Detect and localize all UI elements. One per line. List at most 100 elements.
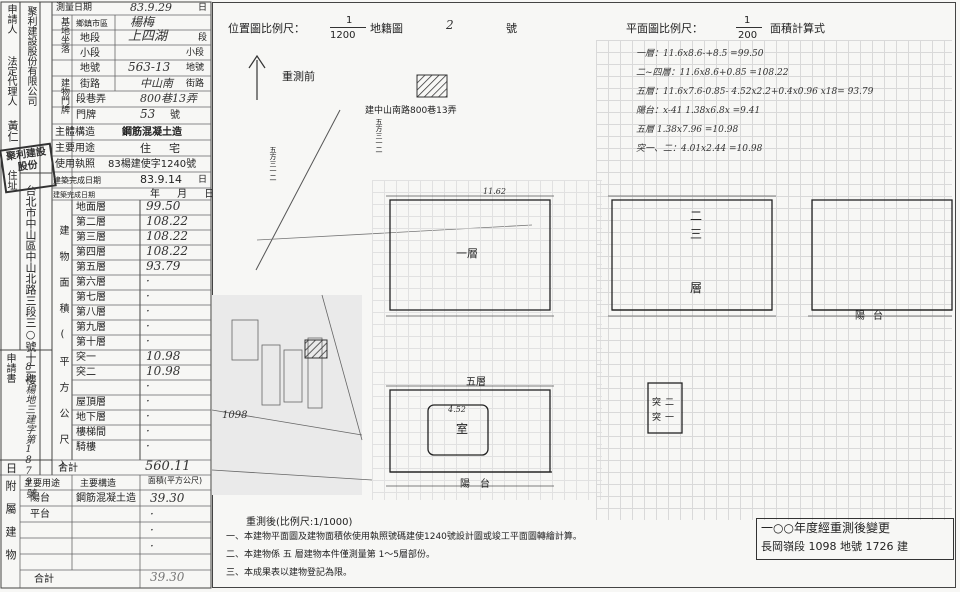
total-label: 合計	[58, 463, 78, 474]
district-label: 鄉鎮市區	[76, 19, 108, 28]
road-value: 中山南	[140, 77, 173, 90]
plan-scale-rule	[736, 27, 762, 28]
plan5-room-label: 室	[456, 422, 469, 436]
calc-line: 陽台：x-41 1.38x6.8x =9.41	[636, 106, 761, 116]
area-head: 建物面積(平方公尺)	[57, 225, 68, 487]
plan-grid-left	[372, 180, 602, 500]
address-label: 住址	[5, 170, 16, 190]
attached-use: 陽台	[30, 493, 50, 504]
dim-fifth: 4.52	[448, 405, 466, 414]
floor-area-value: ·	[146, 289, 150, 303]
floor-area-value: 93.79	[146, 259, 181, 273]
floor-plans-drawing	[386, 195, 953, 487]
attached-col-area: 面積(平方公尺)	[147, 476, 203, 485]
attached-structure: 鋼筋混凝土造	[76, 493, 136, 504]
post-survey-site-hatched	[304, 339, 328, 359]
company-name: 聚利建設股份有限公司	[25, 6, 36, 106]
floor-name: 突一	[76, 352, 96, 363]
plan-first-floor	[389, 199, 551, 311]
calc-label: 面積計算式	[770, 22, 825, 35]
calc-line: 二~四層：11.6x8.6+0.85 =108.22	[636, 68, 789, 78]
use-value: 住宅	[140, 142, 198, 155]
attached-col-use: 主要用途	[24, 479, 61, 489]
plan2-label-b: 三	[690, 227, 703, 241]
floor-name: 第九層	[76, 322, 106, 333]
tower-label-c: 突	[652, 413, 662, 423]
permit-value: 83楊建使字1240號	[108, 159, 197, 170]
lot-bottom-number: 1098	[222, 410, 248, 421]
location-map-drawing	[212, 54, 533, 495]
resurvey-stamp-box: 一○○年度經重測後變更 長岡嶺段 1098 地號 1726 建	[756, 518, 954, 560]
plan-third-block	[811, 199, 953, 311]
floor-area-value: 108.22	[146, 229, 188, 243]
calc-line: 一層：11.6x8.6-+8.5 =99.50	[636, 49, 764, 59]
reg-date-unit: 年 月 日	[150, 189, 215, 200]
section-unit: 段	[198, 33, 208, 43]
plan2-label-a: 二	[690, 209, 703, 223]
attached-total-value: 39.30	[150, 570, 185, 584]
floor-name: 騎樓	[76, 442, 96, 453]
floor-plan-grid	[596, 40, 952, 520]
floor-area-value: ·	[146, 319, 150, 333]
calc-line: 突一、二：4.01x2.44 =10.98	[636, 144, 763, 154]
lane-value: 800巷13弄	[140, 92, 197, 105]
subsection-unit: 小段	[186, 48, 205, 58]
floor-name: 第五層	[76, 262, 106, 273]
plan2-label-c: 層	[690, 281, 703, 295]
reg-date-label: 建築完成日期	[53, 191, 95, 199]
balcony-label: 陽台	[855, 311, 891, 322]
survey-date-label: 測量日期	[56, 3, 93, 13]
note-line: 一、本建物平面圖及建物面積依使用執照號碼建使1240號設計圖或竣工平面圖轉繪計算…	[226, 532, 582, 542]
application-number: 83楊地三建字第1879號	[23, 362, 34, 498]
land-section-head: 基地坐落	[59, 17, 69, 53]
dim-first: 11.62	[483, 187, 506, 196]
attached-area: ·	[150, 539, 154, 553]
address-value: 台北市中山區中山北路三段三○號十二樓	[24, 185, 37, 385]
floor-area-value: ·	[146, 424, 150, 438]
plan5-label: 五層	[466, 377, 486, 388]
survey-date-unit: 日	[198, 3, 208, 13]
location-scale-den: 1200	[330, 30, 356, 41]
road-label: 街路	[80, 79, 100, 90]
cadastral-label: 地籍圖	[370, 22, 403, 35]
completed-unit: 日	[198, 175, 208, 185]
attached-use: 平台	[30, 509, 50, 520]
post-survey-label: 重測後(比例尺:1/1000)	[246, 517, 353, 528]
attached-total-label: 合計	[34, 574, 54, 585]
calc-line: 五層：11.6x7.6-0.85- 4.52x2.2+0.4x0.96 x18=…	[636, 87, 874, 97]
application-label: 申請書	[4, 353, 15, 383]
left-table-grid	[0, 1, 212, 589]
floor-name: 第三層	[76, 232, 106, 243]
plan5-balcony-label: 陽台	[460, 479, 500, 490]
floor-area-value: 108.22	[146, 244, 188, 258]
location-scale-rule	[330, 27, 366, 28]
floor-name: 樓梯間	[76, 427, 106, 438]
survey-date-value: 83.9.29	[130, 1, 172, 14]
side-label-b: 五方三一二	[269, 146, 277, 181]
structure-value: 鋼筋混凝土造	[122, 127, 182, 138]
attached-area: 39.30	[150, 491, 185, 505]
plan-scale-label: 平面圖比例尺：	[626, 22, 703, 35]
resurvey-line1: 一○○年度經重測後變更	[761, 521, 890, 535]
floor-name: 第四層	[76, 247, 106, 258]
road-unit: 街路	[186, 79, 205, 89]
floor-area-value: 10.98	[146, 364, 181, 378]
floor-area-value: ·	[146, 379, 150, 393]
note-line: 三、本成果表以建物登記為限。	[226, 568, 353, 578]
permit-label: 使用執照	[55, 159, 95, 170]
note-line: 二、本建物係 五 層建物本件僅測量第 1～5層部份。	[226, 550, 436, 560]
structure-label: 主體構造	[55, 127, 95, 138]
floor-area-value: ·	[146, 304, 150, 318]
attached-col-struct: 主要構造	[80, 479, 117, 489]
site-parcel-hatched	[416, 74, 448, 98]
district-value: 楊梅	[130, 15, 155, 29]
lane-label: 段巷弄	[76, 94, 106, 105]
building-door-head: 建物門牌	[59, 78, 69, 114]
resurvey-line2: 長岡嶺段 1098 地號 1726 建	[761, 540, 908, 553]
plan-fifth-room	[427, 404, 489, 456]
floor-name: 地下層	[76, 412, 106, 423]
number-unit: 號	[170, 110, 180, 121]
cadastral-unit: 號	[506, 22, 517, 35]
lot-label: 地號	[80, 63, 100, 74]
tower-label-b: 二	[665, 398, 675, 408]
